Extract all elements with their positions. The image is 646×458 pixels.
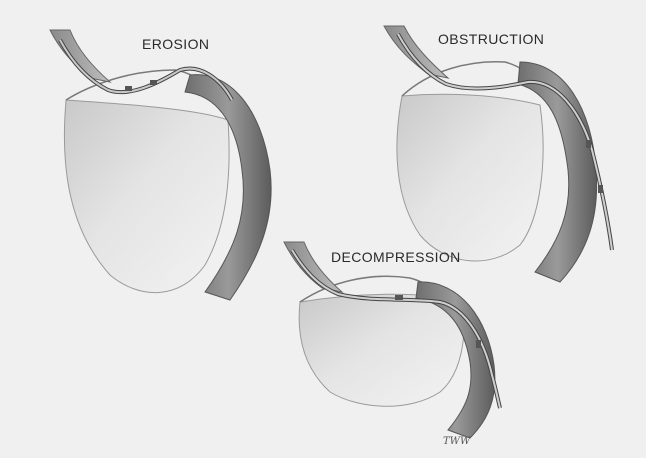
erosion-esophagus [50,30,110,82]
obstruction-panel [384,26,612,282]
artist-signature: TWW [443,436,470,447]
obstruction-stomach [397,94,543,261]
obstruction-label: OBSTRUCTION [438,31,544,47]
decompression-label: DECOMPRESSION [331,249,461,265]
decompression-stomach [299,294,464,406]
erosion-stomach [64,100,229,293]
erosion-label: EROSION [142,36,209,52]
erosion-panel [50,30,271,300]
decompression-panel [284,242,500,438]
